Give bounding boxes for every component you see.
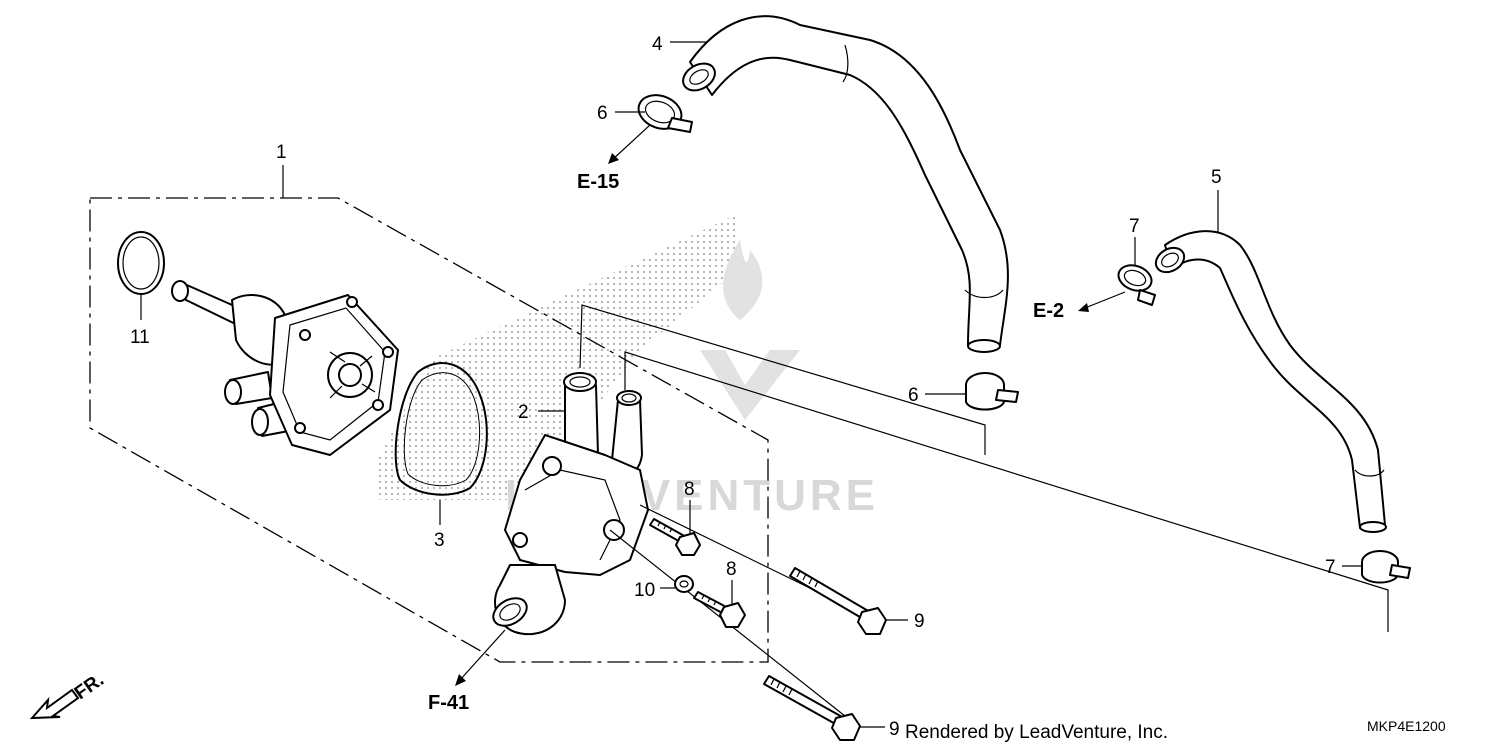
washer-10-hole	[679, 580, 689, 588]
callout-11: 11	[130, 327, 150, 348]
front-direction-arrow	[29, 688, 80, 720]
callout-9-upper: 9	[914, 611, 925, 632]
arrow-e15	[611, 124, 651, 161]
water-pump	[171, 280, 399, 456]
arrow-e2-head	[1078, 303, 1089, 312]
callout-6-upper: 6	[597, 103, 608, 124]
assembly-line-hose4	[579, 304, 986, 455]
ref-f41: F-41	[428, 692, 469, 714]
clamp-6-upper	[637, 94, 693, 133]
footer-credit: Rendered by LeadVenture, Inc.	[905, 722, 1168, 743]
hose-4	[682, 15, 1009, 353]
clamp-7-lower	[1361, 550, 1411, 584]
assembly-outline	[89, 197, 769, 663]
bolt-9-upper	[789, 567, 887, 635]
callout-3: 3	[434, 530, 445, 551]
ref-e2: E-2	[1033, 300, 1064, 322]
o-ring-11	[117, 231, 165, 295]
arrow-e15-head	[608, 153, 619, 164]
bolt-9-lower	[763, 675, 861, 741]
water-pipe-2	[492, 372, 649, 636]
callout-1: 1	[276, 142, 287, 163]
arrow-e2	[1084, 291, 1126, 309]
callout-8-upper: 8	[684, 479, 695, 500]
o-ring-11-inner	[122, 236, 160, 290]
callout-4: 4	[652, 34, 663, 55]
callout-5: 5	[1211, 167, 1222, 188]
washer-10	[674, 575, 694, 593]
arrow-f41	[459, 629, 506, 681]
clamp-6-lower	[965, 372, 1019, 411]
ref-e15: E-15	[577, 171, 619, 193]
callout-6-lower: 6	[908, 385, 919, 406]
stipple-shadow	[375, 215, 745, 500]
bolt-8-upper	[649, 518, 701, 556]
callout-10: 10	[634, 580, 655, 601]
gasket-3	[394, 362, 488, 496]
callout-2: 2	[518, 402, 529, 423]
diagram-code: MKP4E1200	[1367, 718, 1446, 734]
bolt-8-lower	[693, 591, 746, 628]
callout-8-lower: 8	[726, 559, 737, 580]
arrow-f41-head	[455, 674, 466, 686]
gasket-3-inner	[403, 372, 481, 487]
clamp-7-upper	[1117, 264, 1156, 306]
assembly-line-hose5	[624, 351, 1389, 632]
callout-9-lower: 9	[889, 719, 900, 740]
callout-7-upper: 7	[1129, 216, 1140, 237]
callout-7-lower: 7	[1325, 557, 1336, 578]
hose-5	[1154, 230, 1387, 533]
